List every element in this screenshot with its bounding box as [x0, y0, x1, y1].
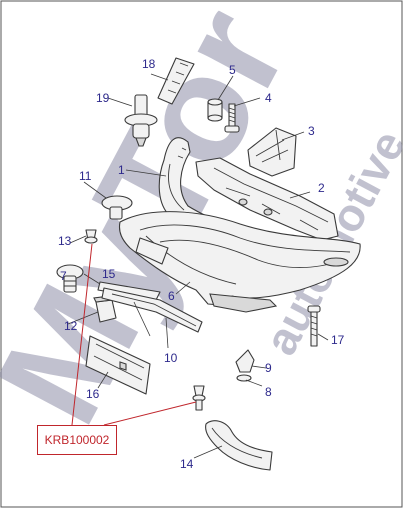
part-12-spacer [93, 295, 117, 323]
part-13-clip [84, 229, 98, 244]
part-10-grille-strip [101, 287, 203, 333]
callout-7: 7 [60, 269, 67, 283]
callout-8: 8 [265, 385, 272, 399]
part-8-fastener [236, 374, 252, 382]
callout-16: 16 [86, 387, 100, 401]
callout-19: 19 [96, 91, 110, 105]
part-17-bolt [307, 305, 321, 347]
callout-3: 3 [308, 124, 315, 138]
part-3-bracket [247, 127, 297, 177]
callout-9: 9 [265, 361, 272, 375]
callout-18: 18 [142, 57, 156, 71]
reference-leaders [71, 243, 197, 426]
part-19-clip [124, 94, 158, 147]
callout-15: 15 [102, 267, 116, 281]
part-4-bolt [224, 103, 240, 133]
callout-4: 4 [265, 91, 272, 105]
callout-17: 17 [331, 333, 345, 347]
part-11-cap [101, 195, 133, 220]
part-2-absorber [195, 157, 339, 241]
callout-numbers: 1 2 3 4 5 6 7 8 9 10 11 12 13 14 15 16 1… [58, 57, 345, 471]
part-7-push-cap [56, 264, 84, 293]
part-16-plate-mount [85, 335, 151, 395]
part-6-front-bumper [118, 211, 361, 313]
callout-11: 11 [79, 169, 92, 183]
part-18-trim-strip [157, 57, 195, 105]
callout-2: 2 [318, 181, 325, 195]
reference-code-box: KRB100002 [37, 425, 117, 455]
callout-13: 13 [58, 234, 72, 248]
callout-14: 14 [180, 457, 194, 471]
callout-1: 1 [118, 163, 125, 177]
part-clip-lower [192, 385, 206, 411]
callout-12: 12 [64, 319, 78, 333]
callout-5: 5 [229, 63, 236, 77]
part-5-grommet [207, 98, 223, 122]
callout-10: 10 [164, 351, 178, 365]
part-9-grommet [235, 349, 255, 373]
leader-lines [67, 73, 329, 459]
part-14-lower-valance [205, 420, 273, 471]
reference-code: KRB100002 [44, 433, 110, 447]
callout-6: 6 [168, 289, 175, 303]
